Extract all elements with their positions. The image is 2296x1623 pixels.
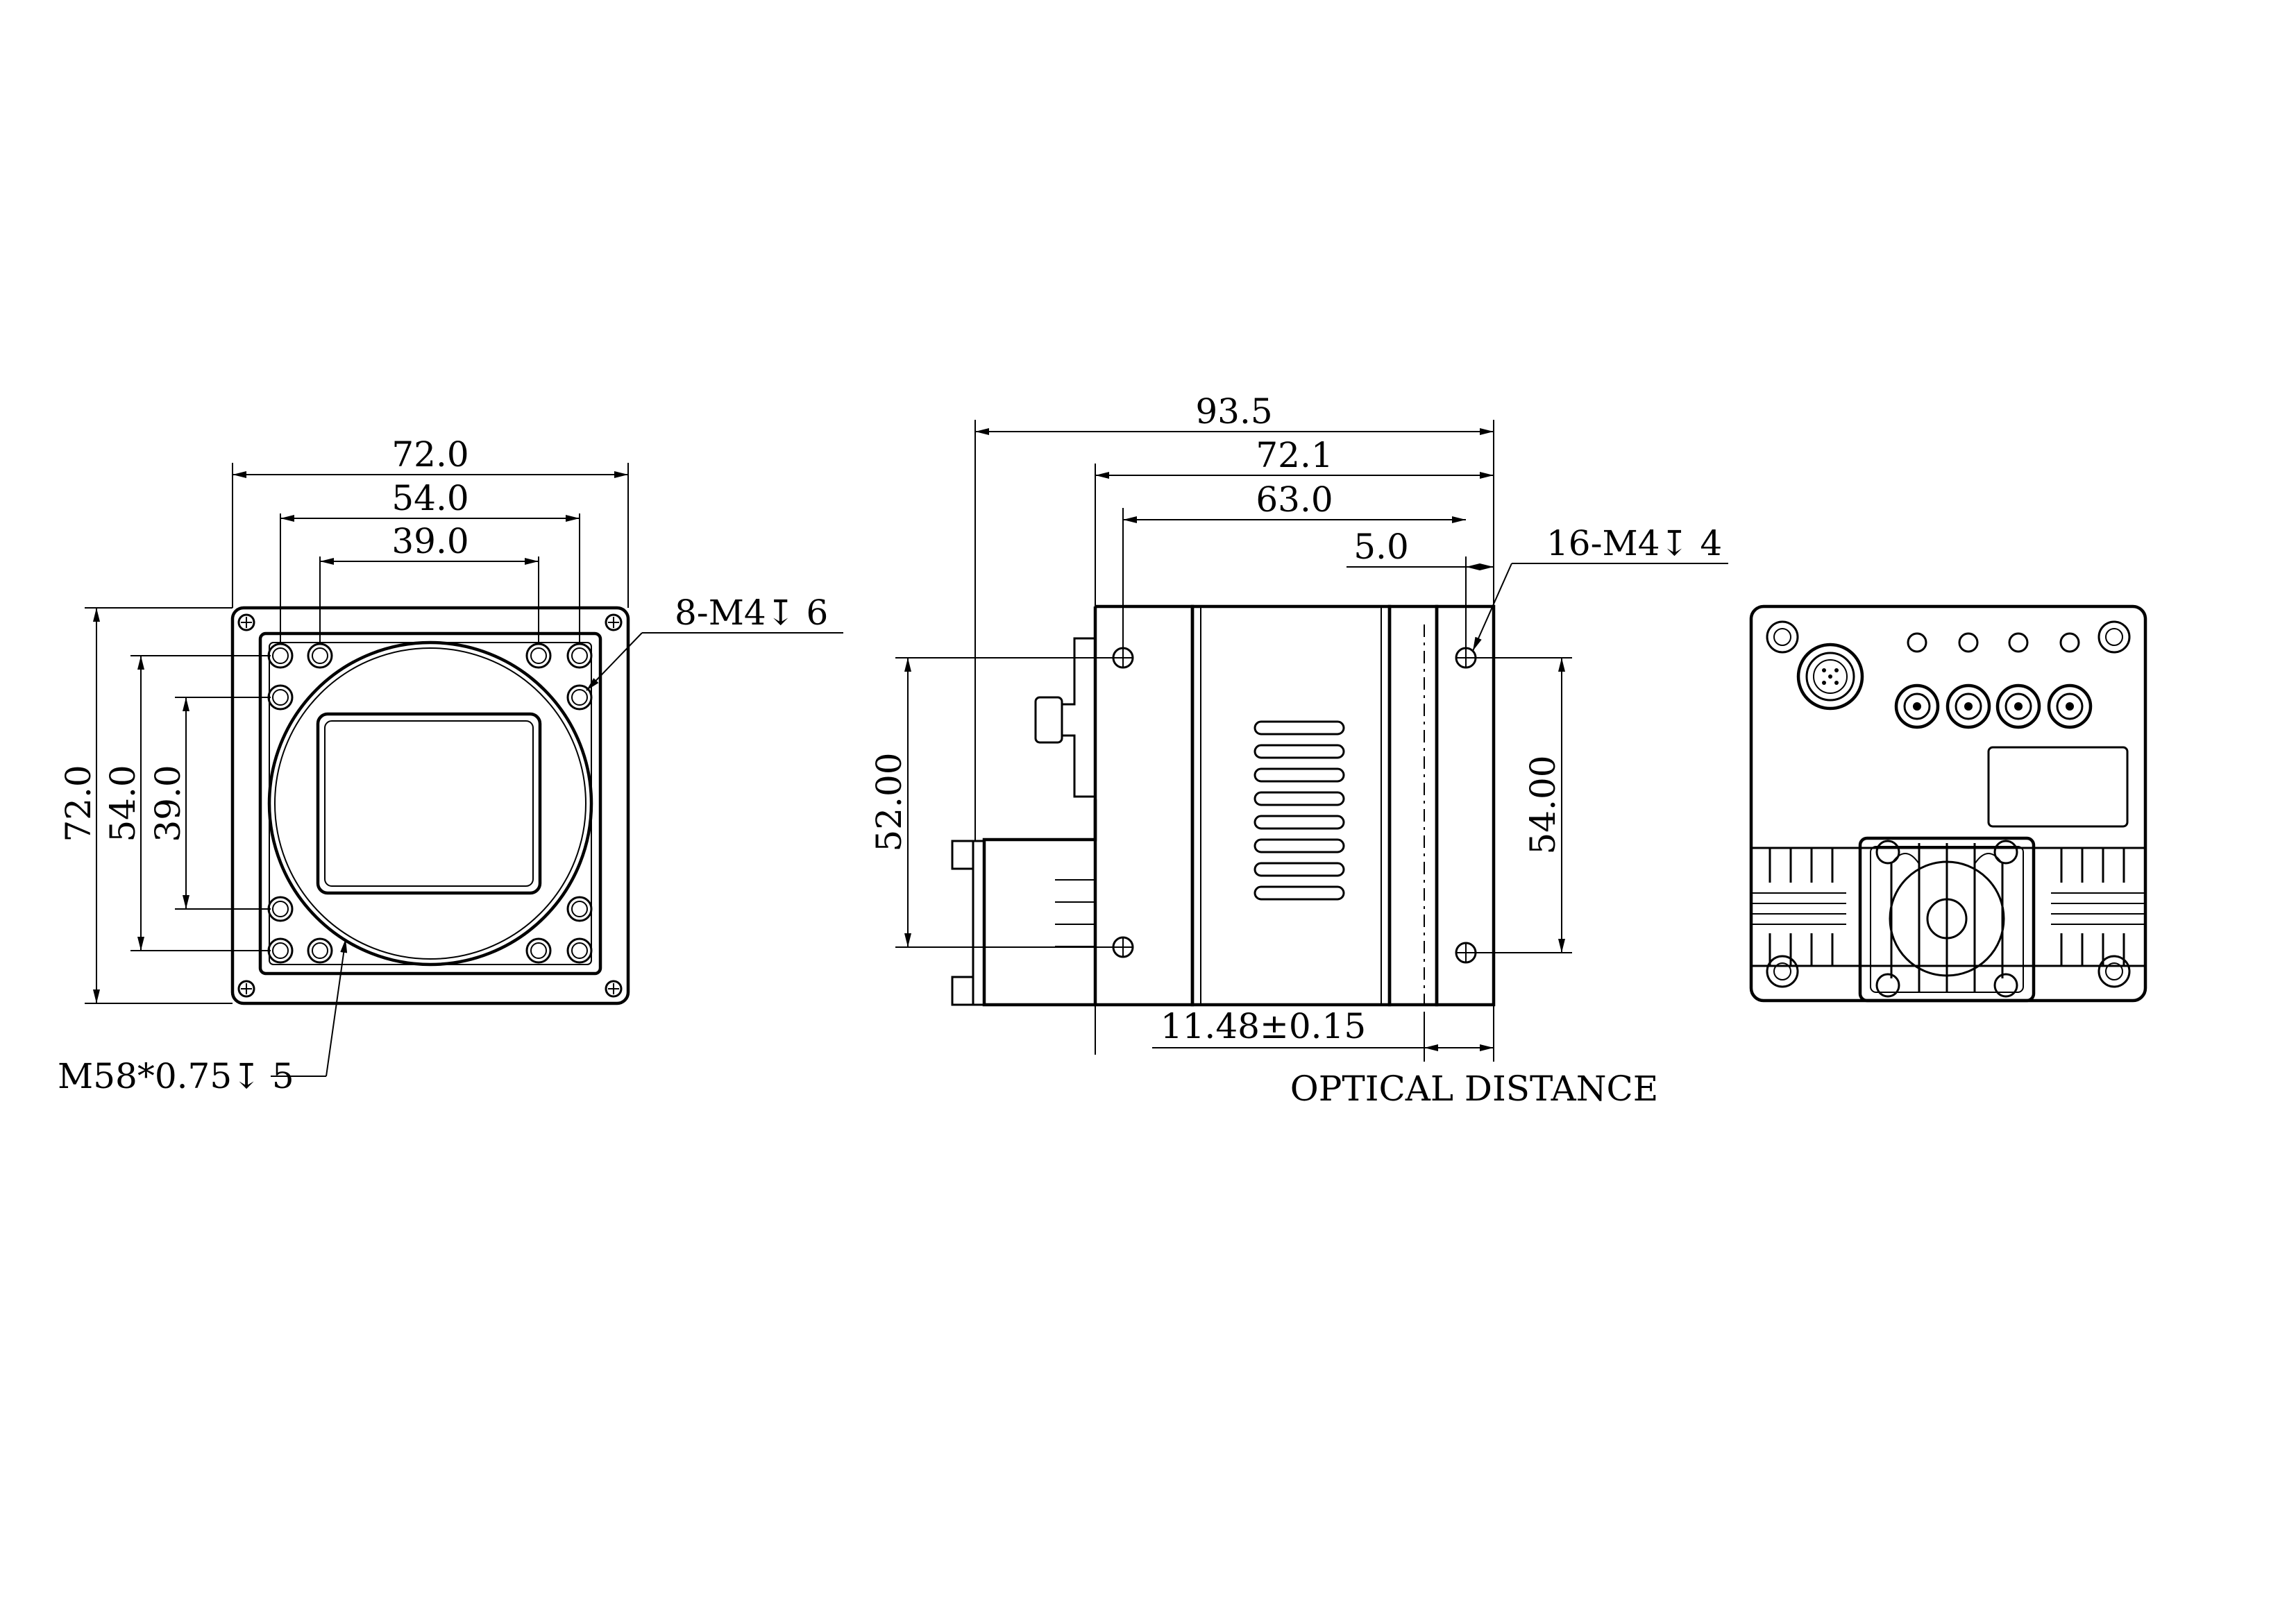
- rear-corner-screws: [1766, 620, 2131, 988]
- flange-distance-label: 11.48±0.15: [1160, 1006, 1366, 1046]
- front-height-39-label: 39.0: [148, 765, 188, 842]
- side-hole-callout: 16-M4↧ 4: [1546, 523, 1722, 563]
- rear-cooling-fins: [1751, 847, 2145, 967]
- coaxpress-port-icons: [1894, 683, 2093, 729]
- front-mount-callout: M58*0.75↧ 5: [58, 1056, 294, 1096]
- front-height-72-label: 72.0: [58, 765, 99, 842]
- side-rear-flange: [1387, 604, 1439, 1007]
- side-view: 93.5 72.1 63.0 5.0 16-M4↧ 4 52.00 54.00 …: [869, 391, 1728, 1109]
- rear-view: [1749, 604, 2147, 1003]
- side-height-54-label: 54.00: [1523, 755, 1563, 854]
- side-height-52-label: 52.00: [869, 752, 909, 851]
- fan-cover: [1858, 836, 2036, 1003]
- side-front-flange: [1093, 604, 1195, 1007]
- optical-distance-label: OPTICAL DISTANCE: [1290, 1069, 1659, 1109]
- front-hole-callout: 8-M4↧ 6: [675, 593, 828, 633]
- side-length-72-1-label: 72.1: [1256, 435, 1333, 475]
- front-width-72-label: 72.0: [391, 434, 469, 475]
- rear-label-plate: [1987, 746, 2129, 828]
- front-view: 72.0 54.0 39.0 72.0 54.0 39.0 8-M4↧ 6 M5…: [58, 434, 843, 1096]
- front-width-39-label: 39.0: [391, 521, 469, 561]
- power-connector-icon: [1796, 643, 1864, 711]
- corner-screws: [237, 613, 623, 998]
- sensor-window: [316, 712, 542, 895]
- side-length-63-label: 63.0: [1256, 479, 1333, 520]
- front-height-54-label: 54.0: [103, 765, 143, 842]
- status-led-icons: [1907, 632, 2080, 653]
- lens-mount-circle: [267, 640, 593, 967]
- side-length-5-label: 5.0: [1353, 527, 1409, 567]
- side-vents: [1253, 720, 1345, 901]
- front-m4-holes: [267, 643, 593, 964]
- front-width-54-label: 54.0: [391, 478, 469, 518]
- front-body-outline: [230, 606, 630, 1005]
- side-length-93-5-label: 93.5: [1195, 391, 1272, 432]
- front-mount-plate: [258, 631, 602, 976]
